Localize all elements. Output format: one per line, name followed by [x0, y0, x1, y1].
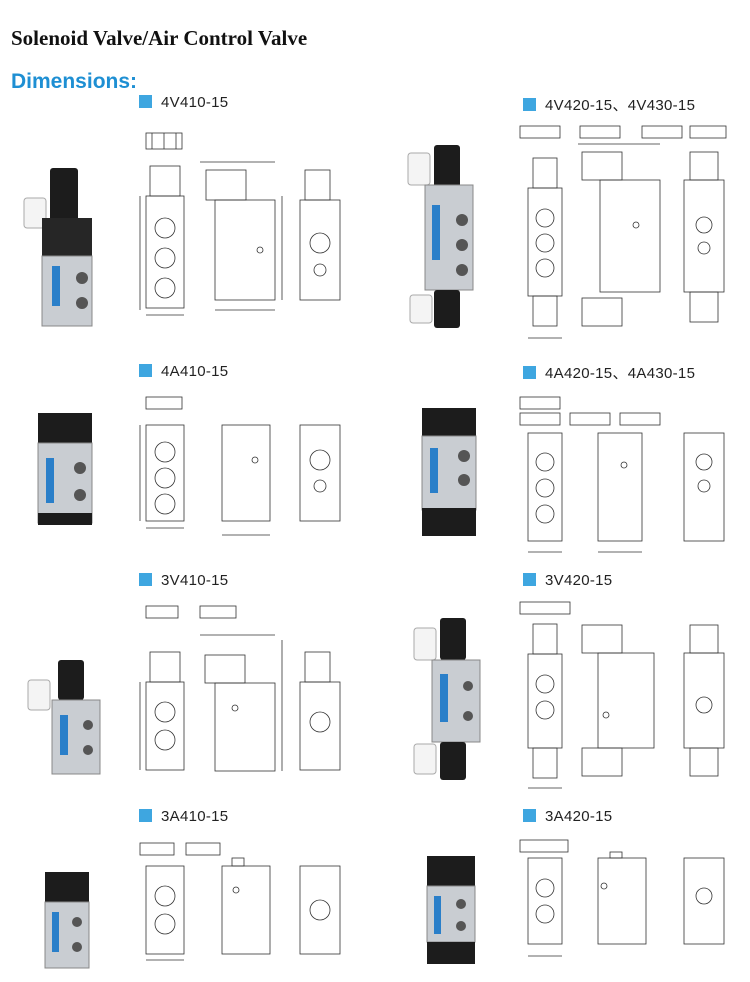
drawing-4v410 [139, 132, 341, 316]
valve-photo-3a420 [426, 856, 476, 964]
square-marker-icon [139, 364, 152, 377]
model-heading-3v410: 3V410-15 [139, 572, 228, 589]
valve-photo-3a410 [44, 872, 90, 969]
drawing-4v420 [519, 125, 727, 339]
model-heading-4v410: 4V410-15 [139, 94, 228, 111]
model-label: 4V410-15 [161, 94, 229, 111]
model-label: 4A410-15 [161, 363, 229, 380]
valve-photo-4a410 [37, 413, 93, 525]
model-heading-4a410: 4A410-15 [139, 363, 228, 380]
model-label: 3A420-15 [545, 808, 613, 825]
valve-photo-4v420 [407, 145, 474, 328]
square-marker-icon [139, 573, 152, 586]
valve-photo-4v410 [23, 168, 93, 327]
model-label: 4A420-15、4A430-15 [545, 365, 696, 382]
model-heading-4a420: 4A420-15、4A430-15 [523, 362, 695, 383]
square-marker-icon [139, 95, 152, 108]
model-label: 3V420-15 [545, 572, 613, 589]
square-marker-icon [523, 809, 536, 822]
model-heading-3a410: 3A410-15 [139, 808, 228, 825]
valve-photo-3v420 [413, 618, 481, 780]
model-label: 4V420-15、4V430-15 [545, 97, 696, 114]
drawing-4a420 [519, 396, 725, 553]
drawing-3v410 [139, 605, 341, 772]
model-label: 3V410-15 [161, 572, 229, 589]
section-heading: Dimensions: [11, 70, 138, 93]
valve-photo-3v410 [27, 660, 101, 775]
square-marker-icon [523, 366, 536, 379]
model-label: 3A410-15 [161, 808, 229, 825]
square-marker-icon [523, 98, 536, 111]
square-marker-icon [523, 573, 536, 586]
model-heading-3a420: 3A420-15 [523, 808, 612, 825]
model-heading-3v420: 3V420-15 [523, 572, 612, 589]
drawing-3a420 [519, 839, 725, 957]
drawing-3a410 [139, 842, 341, 961]
drawing-3v420 [519, 601, 725, 789]
square-marker-icon [139, 809, 152, 822]
page-title: Solenoid Valve/Air Control Valve [11, 26, 308, 50]
model-heading-4v420: 4V420-15、4V430-15 [523, 94, 695, 115]
drawing-4a410 [139, 396, 341, 536]
valve-photo-4a420 [421, 408, 477, 536]
